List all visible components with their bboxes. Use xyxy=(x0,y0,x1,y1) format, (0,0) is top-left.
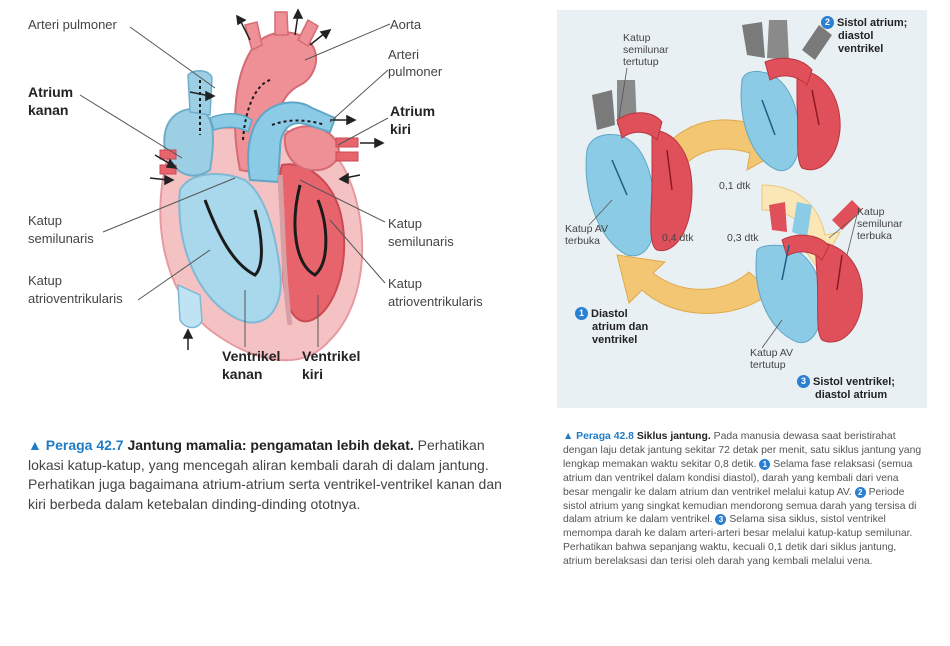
stage2-line3: ventrikel xyxy=(838,43,884,55)
cardiac-cycle-diagram xyxy=(585,20,863,349)
label-atrium-kiri-1: Atrium xyxy=(390,103,436,119)
stage3-line2: diastol atrium xyxy=(815,389,888,401)
stage2-badge: 2 xyxy=(821,16,834,29)
label-katup-semilunaris-left-2: semilunaris xyxy=(28,231,94,246)
pulmonary-vein-3 xyxy=(159,149,177,160)
external-arrows xyxy=(149,8,385,350)
label-katup-av-tertutup-1: Katup AV xyxy=(750,347,794,359)
caption-right-badge-2: 2 xyxy=(854,486,866,498)
pulmonary-trunk xyxy=(247,101,337,184)
label-ventrikel-kiri-1: Ventrikel xyxy=(302,348,361,364)
time-0-4: 0,4 dtk xyxy=(662,232,694,244)
stage2-line1: Sistol atrium; xyxy=(837,17,908,29)
heart-stage3 xyxy=(755,200,863,344)
label-katup-semilunaris-right-2: semilunaris xyxy=(388,234,454,249)
caption-right-p2: Periode sistol atrium yang singkat kemud… xyxy=(563,486,917,526)
label-katup-av-left-2: atrioventrikularis xyxy=(28,291,123,306)
pulmonary-branch-left xyxy=(209,113,253,134)
caption-right-p1: Selama fase relaksasi (semua atrium dan … xyxy=(563,458,913,498)
stage2-line2: diastol xyxy=(838,30,874,42)
aorta-branch-3 xyxy=(297,18,319,48)
flow-arrow-aorta xyxy=(242,79,271,141)
label-katup-av-left-1: Katup xyxy=(28,273,62,288)
pulmonary-vein-2 xyxy=(335,151,359,162)
flow-arrow-pulmonary xyxy=(271,119,326,126)
flow-arrow-right-ventricle xyxy=(203,199,263,277)
septum xyxy=(277,174,293,326)
heart-diagram xyxy=(79,8,391,362)
caption-right-fig: ▲ Peraga 42.8 xyxy=(563,431,634,442)
label-ventrikel-kanan-2: kanan xyxy=(222,366,263,382)
stage3-line1: Sistol ventrikel; xyxy=(813,376,895,388)
time-0-3: 0,3 dtk xyxy=(727,232,759,244)
caption-right-badge-3: 3 xyxy=(715,514,727,526)
label-arteri-pulmoner-right-2: pulmoner xyxy=(388,64,443,79)
caption-right-intro: Pada manusia dewasa saat beristirahat de… xyxy=(563,431,922,470)
caption-right-title: Siklus jantung. xyxy=(636,431,711,442)
caption-right-badge-1: 1 xyxy=(759,458,771,470)
label-atrium-kanan-2: kanan xyxy=(28,102,69,118)
label-katup-semilunaris-right-1: Katup xyxy=(388,216,422,231)
label-katup-semilunar-tertutup-2: semilunar xyxy=(623,44,669,56)
cycle-arrow-bottom xyxy=(616,254,773,314)
stage1-line3: ventrikel xyxy=(592,334,638,346)
label-katup-av-terbuka-2: terbuka xyxy=(565,235,601,247)
stage1-badge: 1 xyxy=(575,307,588,320)
flow-arrow-left-ventricle xyxy=(293,184,328,277)
label-katup-semilunar-terbuka-2: semilunar xyxy=(857,218,903,230)
stage1-line2: atrium dan xyxy=(592,321,649,333)
caption-left-fig: ▲ Peraga 42.7 xyxy=(28,437,124,453)
label-katup-semilunar-terbuka-3: terbuka xyxy=(857,230,893,242)
label-aorta: Aorta xyxy=(390,17,422,32)
cycle-leader-lines xyxy=(588,67,858,349)
stage3-badge: 3 xyxy=(797,375,810,388)
caption-figure-42-8: ▲ Peraga 42.8 Siklus jantung. Pada manus… xyxy=(563,430,923,569)
label-katup-semilunar-terbuka-1: Katup xyxy=(857,206,885,218)
label-ventrikel-kiri-2: kiri xyxy=(302,366,324,382)
label-katup-semilunar-tertutup-1: Katup xyxy=(623,32,651,44)
stage1-line1: Diastol xyxy=(591,308,628,320)
aorta-branch-2 xyxy=(274,11,289,36)
label-atrium-kanan-1: Atrium xyxy=(28,84,74,100)
caption-left-title: Jantung mamalia: pengamatan lebih dekat. xyxy=(127,437,414,453)
leader-lines xyxy=(79,23,391,347)
heart-stage1 xyxy=(585,80,693,257)
label-ventrikel-kanan-1: Ventrikel xyxy=(222,348,281,364)
caption-right-p3: Selama sisa siklus, sistol ventrikel mem… xyxy=(563,514,913,568)
heart-stage2 xyxy=(740,20,841,172)
label-atrium-kiri-2: kiri xyxy=(390,121,412,137)
label-arteri-pulmoner-left: Arteri pulmoner xyxy=(28,17,117,32)
vena-cava-inferior xyxy=(177,283,203,329)
caption-figure-42-7: ▲ Peraga 42.7 Jantung mamalia: pengamata… xyxy=(28,436,508,514)
label-katup-semilunar-tertutup-3: tertutup xyxy=(623,56,659,68)
label-katup-av-terbuka-1: Katup AV xyxy=(565,223,609,235)
pulmonary-vein-1 xyxy=(335,137,359,148)
label-katup-av-right-2: atrioventrikularis xyxy=(388,294,483,309)
time-0-1: 0,1 dtk xyxy=(719,180,751,192)
label-katup-semilunaris-left-1: Katup xyxy=(28,213,62,228)
label-katup-av-right-1: Katup xyxy=(388,276,422,291)
caption-left-body: Perhatikan lokasi katup-katup, yang menc… xyxy=(28,437,502,512)
label-katup-av-tertutup-2: tertutup xyxy=(750,359,786,371)
label-arteri-pulmoner-right-1: Arteri xyxy=(388,47,420,62)
